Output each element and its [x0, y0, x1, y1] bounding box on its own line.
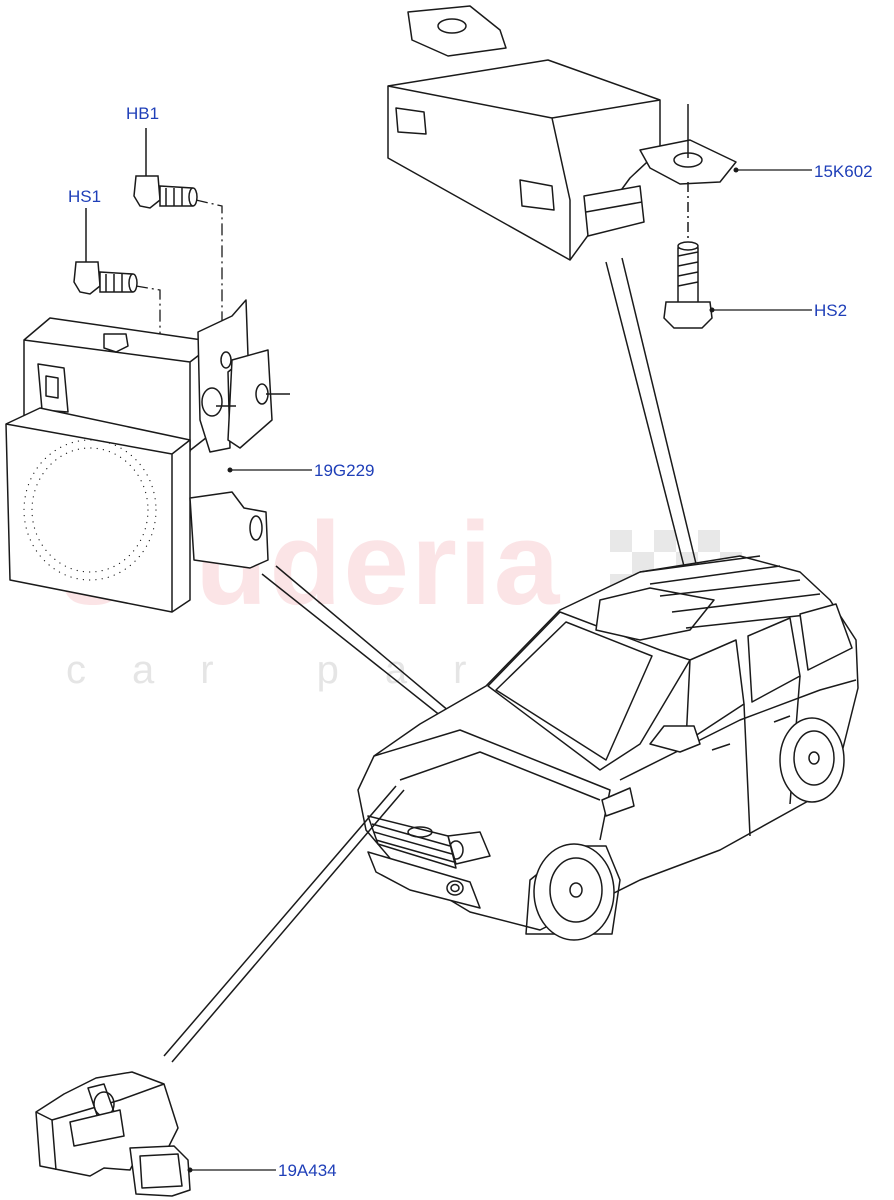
callout-hs2[interactable]: HS2	[814, 301, 848, 320]
leader-dot-19a434	[187, 1167, 193, 1173]
sensor-19a434	[35, 1071, 191, 1197]
vehicle-range-rover	[357, 555, 859, 941]
speaker-grille	[23, 439, 157, 581]
callout-19g229[interactable]: 19G229	[314, 461, 375, 480]
callout-hb1[interactable]: HB1	[126, 104, 160, 123]
screw-hb1	[133, 128, 198, 209]
pointer-15k602-to-roof	[605, 257, 699, 575]
module-15k602	[387, 5, 737, 261]
callout-19a434[interactable]: 19A434	[278, 1161, 337, 1180]
screw-hs1	[73, 208, 138, 295]
leader-dot-19g229	[227, 467, 233, 473]
leader-dot-hs2	[709, 307, 715, 313]
screw-hs2	[663, 104, 713, 329]
leader-15k602	[712, 169, 812, 311]
module-19g229	[5, 299, 290, 613]
leader-dot-15k602	[733, 167, 739, 173]
pointer-19a434-to-vehicle	[163, 785, 405, 1063]
callout-hs1[interactable]: HS1	[68, 187, 102, 206]
callout-15k602[interactable]: 15K602	[814, 162, 873, 181]
pointer-19g229-to-bonnet	[261, 565, 463, 729]
